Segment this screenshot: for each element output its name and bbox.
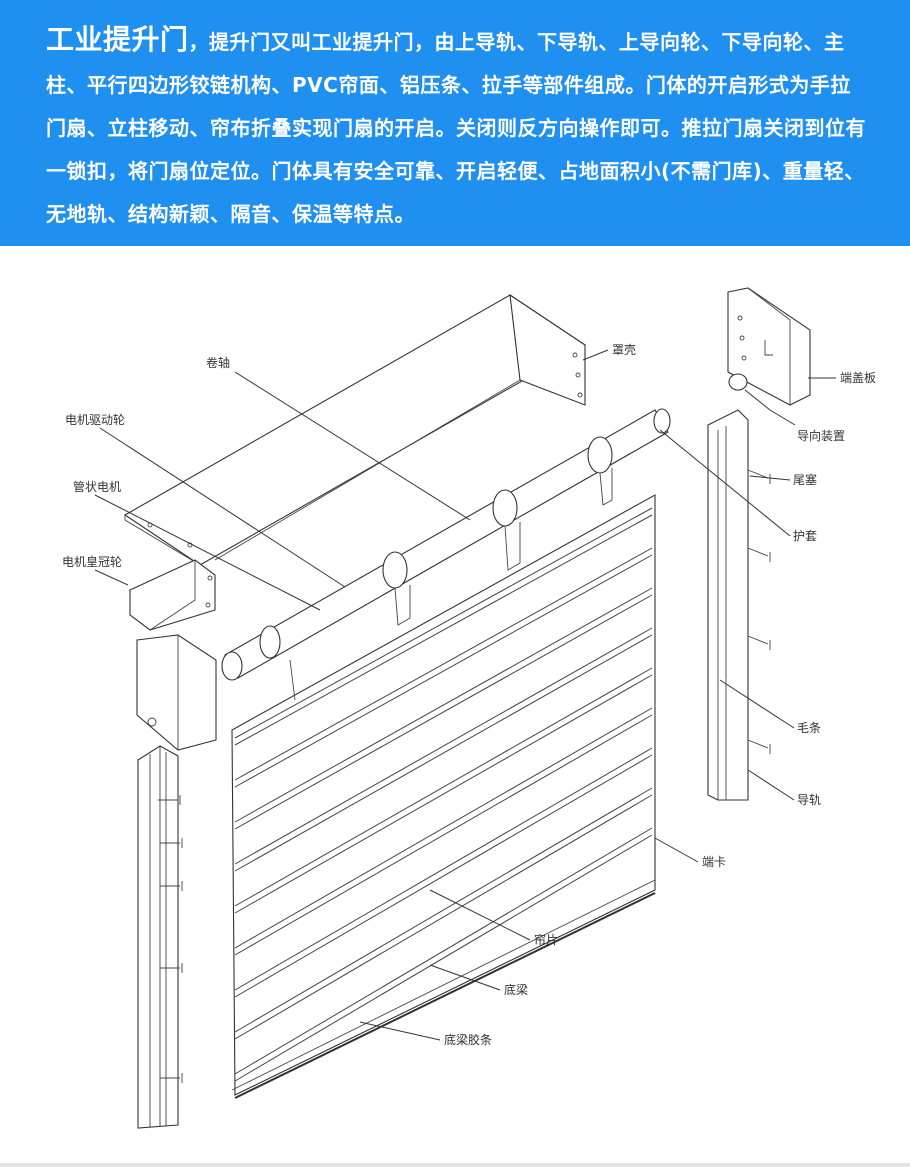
bottom-divider xyxy=(0,1163,910,1167)
label-diliangjiaotiao: 底梁胶条 xyxy=(444,1032,492,1047)
curtain-slats xyxy=(231,494,656,1099)
label-maotiao: 毛条 xyxy=(797,721,821,735)
roller-shaft xyxy=(221,408,671,701)
label-juanzhou: 卷轴 xyxy=(206,355,230,370)
intro-title: 工业提升门 xyxy=(46,23,189,56)
label-weisai: 尾塞 xyxy=(793,472,817,487)
label-hutao: 护套 xyxy=(793,529,817,543)
left-guide-rail xyxy=(137,745,183,1129)
intro-body: ，提升门又叫工业提升门，由上导轨、下导轨、上导向轮、下导向轮、主柱、平行四边形铰… xyxy=(46,30,866,226)
label-dianjihuangguanlun: 电机皇冠轮 xyxy=(62,555,122,569)
leader-lines xyxy=(94,349,836,1041)
label-guanzhuangdianji: 管状电机 xyxy=(73,479,121,494)
motor-crown-bracket xyxy=(129,559,216,631)
label-diliang: 底梁 xyxy=(504,982,528,997)
door-exploded-view: 卷轴 罩壳 端盖板 导向装置 尾塞 护套 毛条 导轨 端卡 帘片 底梁 底梁胶条… xyxy=(62,287,876,1129)
end-plate xyxy=(727,287,811,406)
housing-cover xyxy=(123,293,587,566)
exploded-diagram: 卷轴 罩壳 端盖板 导向装置 尾塞 护套 毛条 导轨 端卡 帘片 底梁 底梁胶条… xyxy=(0,246,910,1167)
label-zhaoke: 罩壳 xyxy=(612,343,636,357)
right-guide-rail xyxy=(707,409,771,801)
label-daogui: 导轨 xyxy=(797,793,821,807)
label-daoxiangzhuangzhi: 导向装置 xyxy=(797,428,845,443)
label-duangaiban: 端盖板 xyxy=(840,371,876,385)
intro-banner: 工业提升门，提升门又叫工业提升门，由上导轨、下导轨、上导向轮、下导向轮、主柱、平… xyxy=(0,0,910,246)
intro-paragraph: 工业提升门，提升门又叫工业提升门，由上导轨、下导轨、上导向轮、下导向轮、主柱、平… xyxy=(46,18,870,236)
label-dianjiqudonglun: 电机驱动轮 xyxy=(65,413,125,427)
label-lianpian: 帘片 xyxy=(534,932,558,947)
label-duanka: 端卡 xyxy=(702,855,726,869)
left-end-box xyxy=(136,634,217,751)
